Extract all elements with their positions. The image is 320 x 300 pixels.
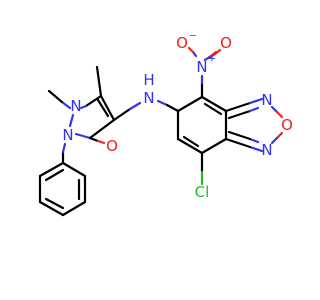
- bond-nitro-o2-n-b: [203, 54, 213, 62]
- bond-ox-2-colored: [248, 145, 264, 153]
- bond-ox-n1-o: [270, 105, 279, 114]
- bond-nitro-o1-o: [187, 46, 195, 54]
- atom-pyrazole-n2: N: [70, 97, 81, 115]
- bond-carbonyl-colored: [96, 139, 106, 145]
- bond-ox-o-n2: [275, 131, 284, 140]
- bond-methyl-n: [47, 89, 64, 104]
- bond-pyrazole-n1-n2: [68, 113, 75, 128]
- bond-c4-nh-colored: [128, 101, 142, 111]
- atom-chlorine: Cl: [195, 183, 210, 201]
- bond-pyrazole-c3-n2: [84, 94, 103, 108]
- bond-benz-5-inner: [182, 135, 200, 148]
- bond-phenyl-inner-1: [44, 168, 65, 182]
- bond-pyrazole-c3-n2-colored: [79, 104, 88, 110]
- charge-nitro-n: +: [208, 54, 216, 65]
- bond-ox-n1-o-colored: [275, 110, 284, 119]
- atom-amine-h: H: [143, 71, 154, 89]
- bond-methyl-n-colored: [60, 100, 72, 110]
- structure-canvas: N H N + O − O N O N Cl N N O: [38, 31, 293, 217]
- bond-pyrazole-c5-c4: [88, 118, 116, 140]
- atom-pyrazole-n1: N: [62, 126, 73, 144]
- atom-oxadiazole-n1: N: [261, 91, 272, 109]
- bonds: [38, 46, 284, 217]
- atom-nitro-o1: O: [176, 34, 188, 52]
- bond-ox-2-inner: [227, 130, 252, 141]
- bond-ox-1: [224, 101, 252, 113]
- bond-benz-2: [200, 95, 228, 113]
- bond-benz-1: [176, 95, 204, 113]
- atom-oxadiazole-o: O: [281, 116, 293, 134]
- bond-benz-4: [200, 137, 228, 155]
- bond-phenyl-2: [61, 161, 87, 178]
- bond-pyrazole-n1-c: [74, 132, 92, 140]
- bond-benz-2-inner: [203, 102, 223, 116]
- bond-ox-2: [224, 137, 252, 149]
- bond-ox-o-n2-colored: [270, 136, 279, 145]
- bond-carbonyl: [88, 136, 100, 143]
- bond-benz-5: [176, 137, 204, 155]
- atom-amine-n: N: [143, 89, 154, 107]
- bond-pyrazole-c4-c3: [99, 94, 116, 122]
- bond-ox-1-inner: [227, 109, 252, 120]
- atom-nitro-n: N: [196, 58, 207, 76]
- bond-ox-1-colored: [248, 97, 264, 105]
- molecule-diagram: N H N + O − O N O N Cl N N O: [38, 31, 293, 217]
- charge-nitro-o1: −: [189, 31, 197, 42]
- bond-c4-nh: [112, 107, 132, 122]
- bond-nitro-o2-o-b: [209, 50, 218, 58]
- bond-phenyl-1: [38, 161, 65, 178]
- atom-oxadiazole-n2: N: [261, 141, 272, 159]
- bond-nh-benz-colored: [156, 99, 169, 107]
- bond-nh-benz: [165, 103, 180, 113]
- atom-carbonyl-o: O: [106, 137, 118, 155]
- bond-phenyl-inner-3: [44, 197, 65, 210]
- bond-phenyl-4: [61, 200, 87, 217]
- bond-phenyl-n-colored: [61, 142, 67, 154]
- atom-labels: N H N + O − O N O N Cl N N O: [62, 31, 293, 202]
- bond-pyrazole-c4-c3-inner: [96, 98, 110, 118]
- bond-ox-2-inner-colored: [248, 137, 260, 144]
- bond-ox-1-inner-colored: [248, 106, 260, 113]
- atom-nitro-o2: O: [220, 34, 232, 52]
- bond-phenyl-5: [38, 200, 65, 217]
- bond-methyl-c3: [95, 65, 103, 98]
